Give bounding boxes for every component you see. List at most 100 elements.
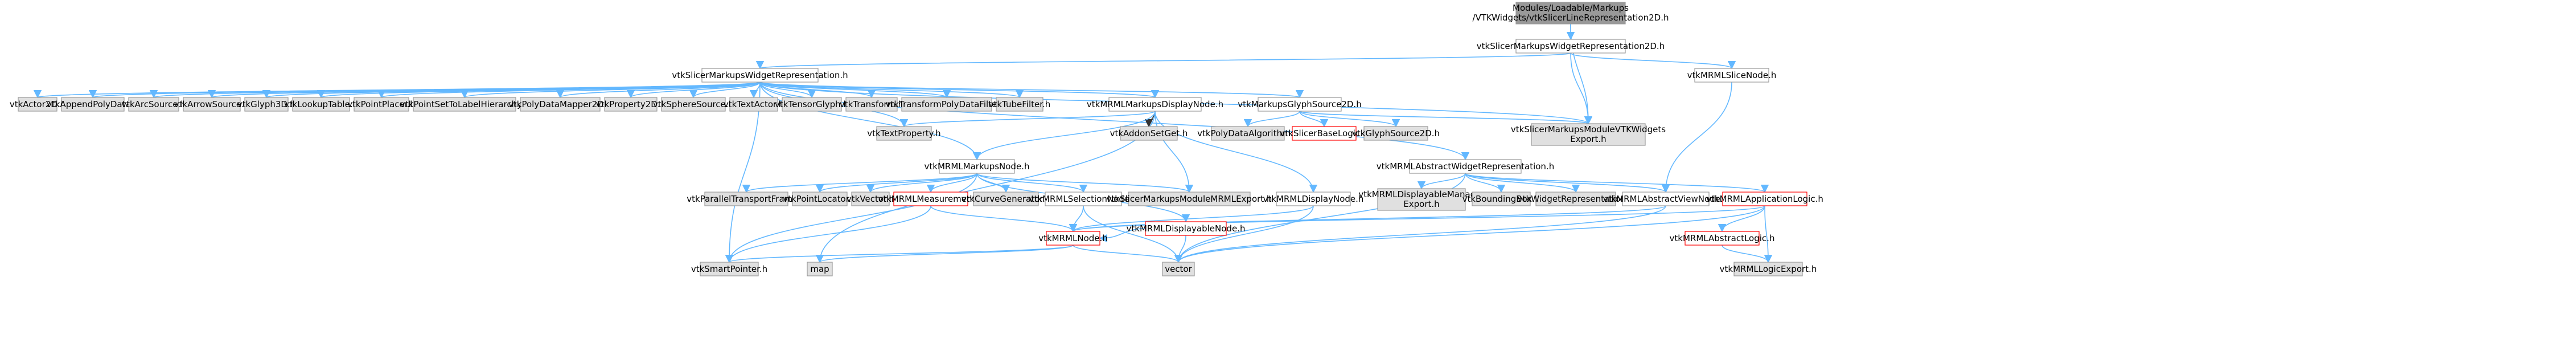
node-label: vtkMarkupsGlyphSource2D.h xyxy=(1238,99,1361,109)
edge-applicationlogic-to-mrmlnode xyxy=(1069,205,1765,233)
node-vtkMRMLDisplayableNode[interactable]: vtkMRMLDisplayableNode.h xyxy=(1127,221,1246,236)
node-label: vtkAppendPolyData.h xyxy=(47,99,139,109)
node-vtkMRMLSliceNode[interactable]: vtkMRMLSliceNode.h xyxy=(1687,68,1777,83)
node-vtkMRMLMarkupsNode[interactable]: vtkMRMLMarkupsNode.h xyxy=(925,159,1030,174)
edge-swr-to-markupsnode xyxy=(759,82,981,161)
node-vtkPointLocator[interactable]: vtkPointLocator.h xyxy=(783,192,857,206)
edge-selectionnode-to-vector xyxy=(1083,205,1183,263)
node-vector[interactable]: vector xyxy=(1162,262,1195,276)
node-vtkMRMLDisplayableManagerExport[interactable]: vtkMRMLDisplayableManager Export.h xyxy=(1358,188,1485,211)
edge-measurement-to-mrmlnode xyxy=(930,205,1078,233)
edge-markupsnode-to-mrmlexport xyxy=(976,173,1193,193)
edge-markupsglyphsource2d-to-slicerbaselogic xyxy=(1299,111,1329,128)
edge-markupsglyphsource2d-to-polydataalgorithm xyxy=(1243,111,1300,128)
node-vtkMRMLNode[interactable]: vtkMRMLNode.h xyxy=(1038,231,1108,246)
node-label-line2: Export.h xyxy=(1403,199,1439,209)
node-label: vtkAddonSetGet.h xyxy=(1110,128,1188,139)
edge-swr-to-polydatamapper2d xyxy=(556,82,761,99)
node-label: vtkVector.h xyxy=(847,194,894,204)
node-vtkTubeFilter[interactable]: vtkTubeFilter.h xyxy=(989,97,1051,112)
edge-mrmlnode-to-smartpointer xyxy=(725,245,1074,263)
edge-abstractlogic-to-logicexport xyxy=(1722,245,1773,263)
node-vtkMRMLDisplayNode[interactable]: vtkMRMLDisplayNode.h xyxy=(1263,192,1364,206)
node-layer: Modules/Loadable/Markups /VTKWidgets/vtk… xyxy=(10,2,1823,276)
node-vtkBoundingBox[interactable]: vtkBoundingBox.h xyxy=(1462,192,1540,206)
node-vtkSlicerMarkupsModuleMRMLExport[interactable]: vtkSlicerMarkupsModuleMRMLExport.h xyxy=(1107,192,1272,206)
node-vtkGlyphSource2D[interactable]: vtkGlyphSource2D.h xyxy=(1352,126,1440,141)
edge-markupsdisplaynode-to-markupsnode xyxy=(972,111,1156,161)
node-vtkWidgetRepresentation[interactable]: vtkWidgetRepresentation.h xyxy=(1518,192,1634,206)
node-vtkMRMLLogicExport[interactable]: vtkMRMLLogicExport.h xyxy=(1720,262,1817,276)
edge-swr-to-markupsdisplaynode xyxy=(759,82,1159,99)
node-vtkSlicerMarkupsWidgetRepresentation2D[interactable]: vtkSlicerMarkupsWidgetRepresentation2D.h xyxy=(1477,39,1665,54)
edge-swr-to-pointsettolabel xyxy=(461,82,761,99)
node-label: vtkProperty2D.h xyxy=(596,99,665,109)
node-vtkMarkupsGlyphSource2D[interactable]: vtkMarkupsGlyphSource2D.h xyxy=(1238,97,1362,112)
node-vtkMRMLMeasurement[interactable]: vtkMRMLMeasurement.h xyxy=(878,192,984,206)
node-vtkParallelTransportFrame[interactable]: vtkParallelTransportFrame.h xyxy=(687,192,806,206)
node-vtkTransform[interactable]: vtkTransform.h xyxy=(840,97,903,112)
node-label: vtkWidgetRepresentation.h xyxy=(1518,194,1634,204)
node-vtkPointPlacer[interactable]: vtkPointPlacer.h xyxy=(347,97,416,112)
node-label: vtkGlyph3D.h xyxy=(237,99,296,109)
node-vtkArrowSource[interactable]: vtkArrowSource.h xyxy=(174,97,250,112)
node-vtkMRMLAbstractLogic[interactable]: vtkMRMLAbstractLogic.h xyxy=(1670,231,1775,246)
edge-swr-to-spheresource xyxy=(689,82,761,99)
node-label: vtkPointSetToLabelHierarchy.h xyxy=(400,99,529,109)
node-vtkTensorGlyph[interactable]: vtkTensorGlyph.h xyxy=(775,97,849,112)
node-vtkMRMLSelectionNode[interactable]: vtkMRMLSelectionNode.h xyxy=(1029,192,1138,206)
node-vtkCurveGenerator[interactable]: vtkCurveGenerator.h xyxy=(962,192,1051,206)
node-vtkSmartPointer[interactable]: vtkSmartPointer.h xyxy=(691,262,767,276)
node-vtkSlicerMarkupsModuleVTKWidgetsExport[interactable]: vtkSlicerMarkupsModuleVTKWidgets Export.… xyxy=(1511,123,1666,146)
node-label: vtkActor2D.h xyxy=(10,99,65,109)
edge-applicationlogic-to-vector xyxy=(1174,205,1765,263)
edge-markupsnode-to-measurement xyxy=(926,173,977,193)
node-label: map xyxy=(810,264,829,274)
edge-swr-to-abstractwidgetrep xyxy=(759,82,1469,161)
edge-slicenode-to-abstractviewnode xyxy=(1661,82,1732,193)
edge-swr-to-tubefilter xyxy=(759,82,1024,99)
edge-measurement-to-smartpointer xyxy=(725,205,931,263)
node-vtkMRMLAbstractViewNode[interactable]: vtkMRMLAbstractViewNode.h xyxy=(1603,192,1728,206)
edge-displaynode-to-mrmlnode xyxy=(1069,205,1314,233)
node-vtkGlyph3D[interactable]: vtkGlyph3D.h xyxy=(237,97,296,112)
node-label: vtkMRMLMarkupsDisplayNode.h xyxy=(1087,99,1223,109)
node-vtkActor2D[interactable]: vtkActor2D.h xyxy=(10,97,65,112)
node-vtkProperty2D[interactable]: vtkProperty2D.h xyxy=(596,97,665,112)
node-vtkMRMLApplicationLogic[interactable]: vtkMRMLApplicationLogic.h xyxy=(1706,192,1823,206)
node-vtkPolyDataMapper2D[interactable]: vtkPolyDataMapper2D.h xyxy=(508,97,612,112)
edge-abstractwidgetrep-to-abstractviewnode xyxy=(1465,173,1670,193)
node-vtkSphereSource[interactable]: vtkSphereSource.h xyxy=(653,97,734,112)
node-label-line1: vtkSlicerMarkupsModuleVTKWidgets xyxy=(1511,124,1666,135)
node-vtkArcSource[interactable]: vtkArcSource.h xyxy=(121,97,186,112)
node-vtkSlicerMarkupsWidgetRepresentation[interactable]: vtkSlicerMarkupsWidgetRepresentation.h xyxy=(672,68,848,83)
node-label: vector xyxy=(1165,264,1192,274)
node-label: vtkSlicerMarkupsWidgetRepresentation.h xyxy=(672,70,848,80)
node-label: vtkTransform.h xyxy=(840,99,903,109)
node-vtkAddonSetGet[interactable]: vtkAddonSetGet.h xyxy=(1110,126,1188,141)
node-vtkAppendPolyData[interactable]: vtkAppendPolyData.h xyxy=(47,97,139,112)
node-vtkTextActor[interactable]: vtkTextActor.h xyxy=(724,97,784,112)
node-map[interactable]: map xyxy=(807,262,833,276)
edge-markupsnode-to-selectionnode xyxy=(976,173,1088,193)
node-vtkMRMLAbstractWidgetRepresentation[interactable]: vtkMRMLAbstractWidgetRepresentation.h xyxy=(1377,159,1554,174)
edge-markupsnode-to-pointlocator xyxy=(816,173,977,193)
edge-mrmlnode-to-vector xyxy=(1073,245,1183,263)
edge-displaynode-to-vector xyxy=(1174,205,1314,263)
node-vtkVector[interactable]: vtkVector.h xyxy=(847,192,894,206)
node-label: vtkSlicerMarkupsWidgetRepresentation2D.h xyxy=(1477,41,1665,51)
node-vtkPolyDataAlgorithm[interactable]: vtkPolyDataAlgorithm.h xyxy=(1197,126,1299,141)
node-label: vtkPointLocator.h xyxy=(783,194,857,204)
node-vtkPointSetToLabelHierarchy[interactable]: vtkPointSetToLabelHierarchy.h xyxy=(400,97,529,112)
node-vtkSlicerLineRepresentation2D[interactable]: Modules/Loadable/Markups /VTKWidgets/vtk… xyxy=(1473,2,1669,25)
node-label: vtkArcSource.h xyxy=(121,99,186,109)
node-vtkTransformPolyDataFilter[interactable]: vtkTransformPolyDataFilter.h xyxy=(886,97,1008,112)
node-label: vtkCurveGenerator.h xyxy=(962,194,1051,204)
node-label: vtkTextProperty.h xyxy=(867,128,940,139)
node-vtkLookupTable[interactable]: vtkLookupTable.h xyxy=(284,97,358,112)
node-label: vtkParallelTransportFrame.h xyxy=(687,194,806,204)
node-vtkMRMLMarkupsDisplayNode[interactable]: vtkMRMLMarkupsDisplayNode.h xyxy=(1087,97,1223,112)
node-vtkTextProperty[interactable]: vtkTextProperty.h xyxy=(867,126,941,141)
node-label: vtkPolyDataMapper2D.h xyxy=(508,99,612,109)
node-vtkSlicerBaseLogic[interactable]: vtkSlicerBaseLogic.h xyxy=(1280,126,1369,141)
